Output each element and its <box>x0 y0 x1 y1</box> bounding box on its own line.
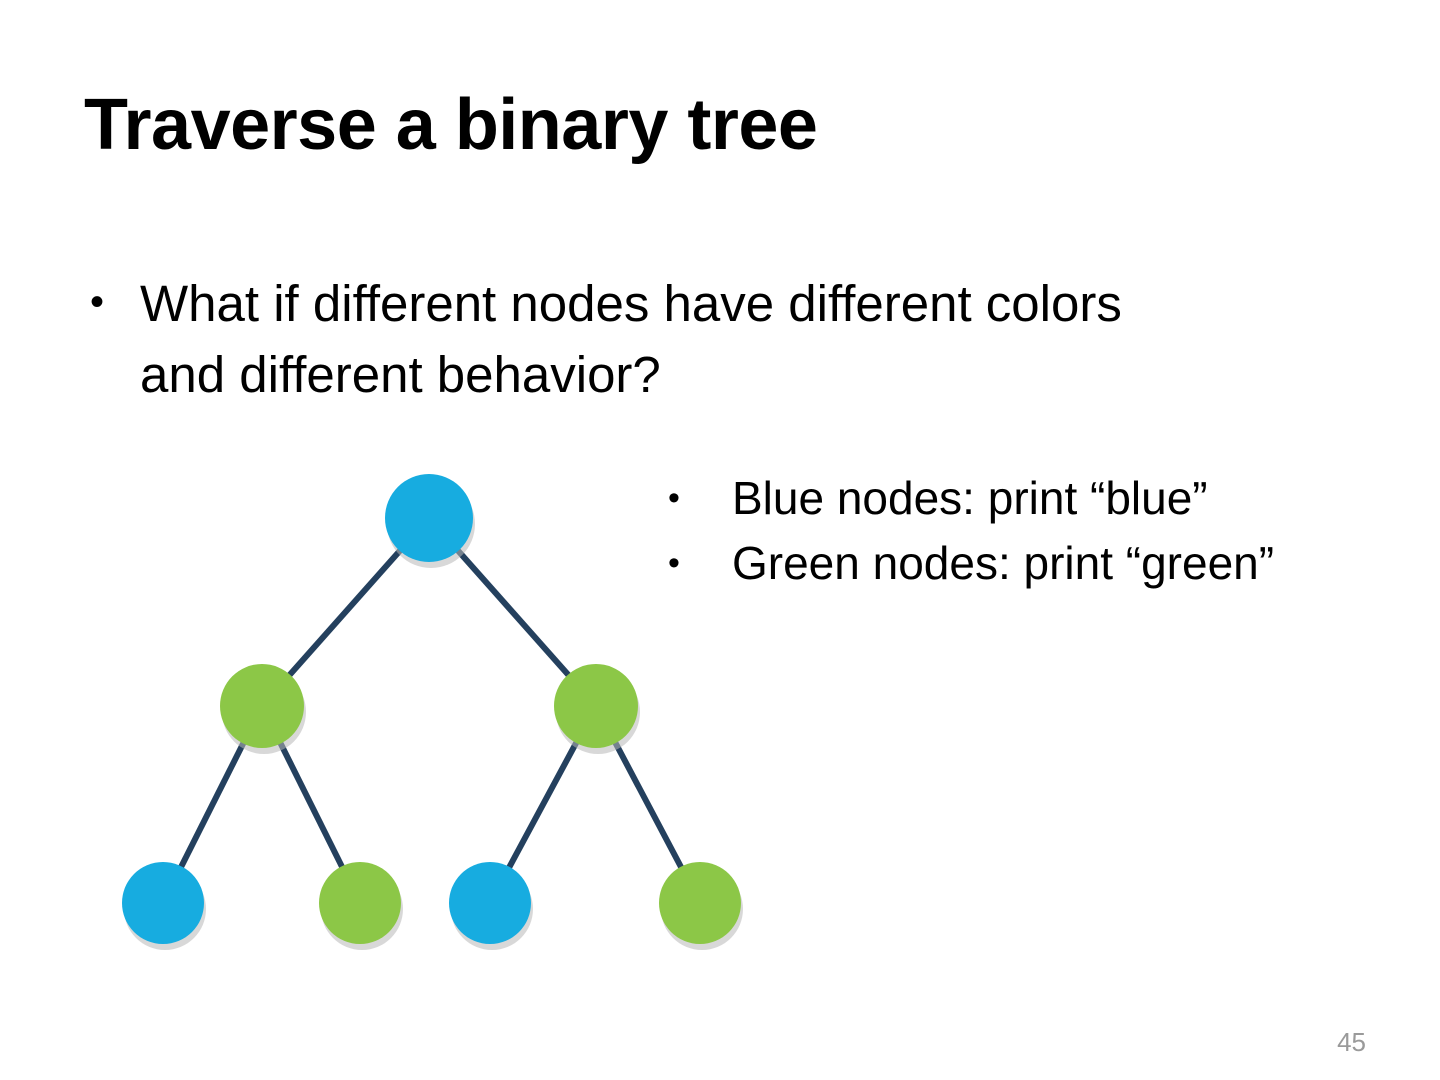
side-bullet-text-green: Green nodes: print “green” <box>732 537 1275 590</box>
bullet-dot-icon: • <box>90 280 105 324</box>
tree-node-blue[interactable] <box>449 862 531 944</box>
page-number: 45 <box>1337 1027 1366 1057</box>
binary-tree-diagram <box>80 440 800 980</box>
bullet-dot-icon: • <box>668 544 680 583</box>
bullet-dot-icon: • <box>668 479 680 517</box>
tree-edge <box>177 740 247 870</box>
side-bullet-item-green: • Green nodes: print “green” <box>660 531 1420 596</box>
side-bullet-item-blue: • Blue nodes: print “blue” <box>660 466 1420 531</box>
tree-node-blue[interactable] <box>385 474 473 562</box>
tree-node-green[interactable] <box>554 664 638 748</box>
tree-edge <box>505 739 580 871</box>
tree-node-green[interactable] <box>220 664 304 748</box>
main-bullet-list: • What if different nodes have different… <box>78 268 1208 411</box>
tree-edge <box>454 547 572 679</box>
tree-edge <box>286 547 404 679</box>
page-title: Traverse a binary tree <box>84 85 818 165</box>
main-bullet-item: • What if different nodes have different… <box>78 268 1208 411</box>
tree-edge <box>612 739 685 870</box>
side-bullet-list: • Blue nodes: print “blue” • Green nodes… <box>660 466 1420 597</box>
main-bullet-text: What if different nodes have different c… <box>140 275 1122 404</box>
tree-node-group <box>122 474 741 944</box>
tree-node-blue[interactable] <box>122 862 204 944</box>
binary-tree-svg <box>122 474 743 950</box>
side-bullet-text-blue: Blue nodes: print “blue” <box>732 472 1208 524</box>
tree-node-green[interactable] <box>659 862 741 944</box>
tree-edge-group <box>177 547 685 871</box>
tree-node-green[interactable] <box>319 862 401 944</box>
tree-edge <box>277 740 346 870</box>
